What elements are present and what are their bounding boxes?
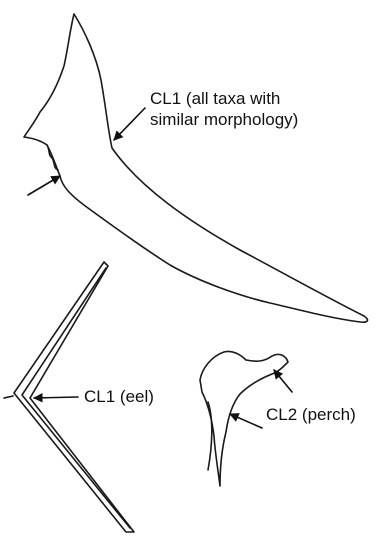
pointer-eel-left [4, 396, 13, 398]
pointer-cl1-all-top [114, 108, 145, 140]
pointer-cl1-eel [34, 397, 78, 398]
label-cl1-eel: CL1 (eel) [84, 386, 154, 407]
label-cl2-perch: CL2 (perch) [266, 404, 356, 425]
label-cl1-all-line2: similar morphology) [150, 109, 298, 130]
perch-lower-process [208, 402, 212, 470]
pointer-cl2-perch-mid [230, 414, 262, 428]
pointer-cl1-all-left [28, 176, 60, 195]
pointer-cl2-perch-top [274, 370, 292, 392]
label-cl1-all-taxa: CL1 (all taxa with similar morphology) [150, 88, 298, 130]
label-cl1-all-line1: CL1 (all taxa with [150, 88, 298, 109]
cleithrum-outline-generic [24, 14, 367, 322]
